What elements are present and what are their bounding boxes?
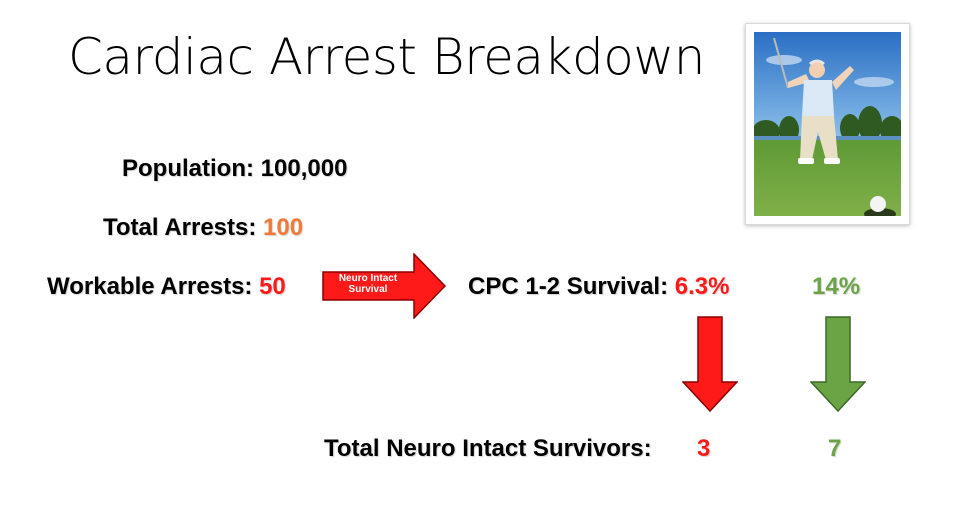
cpc-survival-stat: CPC 1-2 Survival: 6.3% xyxy=(468,273,729,301)
population-stat: Population: 100,000 xyxy=(122,155,347,183)
workable-arrests-value: 50 xyxy=(259,273,286,300)
down-arrow-green-icon xyxy=(810,316,866,412)
cpc-survival-target: 14% xyxy=(812,273,861,300)
arrow-label-line1: Neuro Intact xyxy=(338,273,398,284)
cpc-survival-label: CPC 1-2 Survival: xyxy=(468,273,669,300)
golfer-photo xyxy=(754,32,901,216)
total-arrests-stat: Total Arrests: 100 xyxy=(103,214,303,242)
arrow-label-line2: Survival xyxy=(348,284,388,295)
neuro-intact-arrow-icon xyxy=(322,253,446,319)
golfer-photo-frame xyxy=(745,23,910,225)
survivors-target: 7 xyxy=(828,435,842,462)
down-arrow-red-icon xyxy=(682,316,738,412)
population-value: 100,000 xyxy=(260,155,348,182)
population-label: Population: xyxy=(122,155,254,182)
survivors-label: Total Neuro Intact Survivors: xyxy=(324,435,652,462)
survivors-current: 3 xyxy=(697,435,711,462)
slide-title: Cardiac Arrest Breakdown xyxy=(68,28,705,86)
workable-arrests-stat: Workable Arrests: 50 xyxy=(47,273,286,301)
total-arrests-label: Total Arrests: xyxy=(103,214,257,241)
cpc-survival-current: 6.3% xyxy=(674,273,730,300)
total-arrests-value: 100 xyxy=(263,214,304,241)
workable-arrests-label: Workable Arrests: xyxy=(47,273,253,300)
arrow-label: Neuro Intact Survival xyxy=(322,273,414,295)
